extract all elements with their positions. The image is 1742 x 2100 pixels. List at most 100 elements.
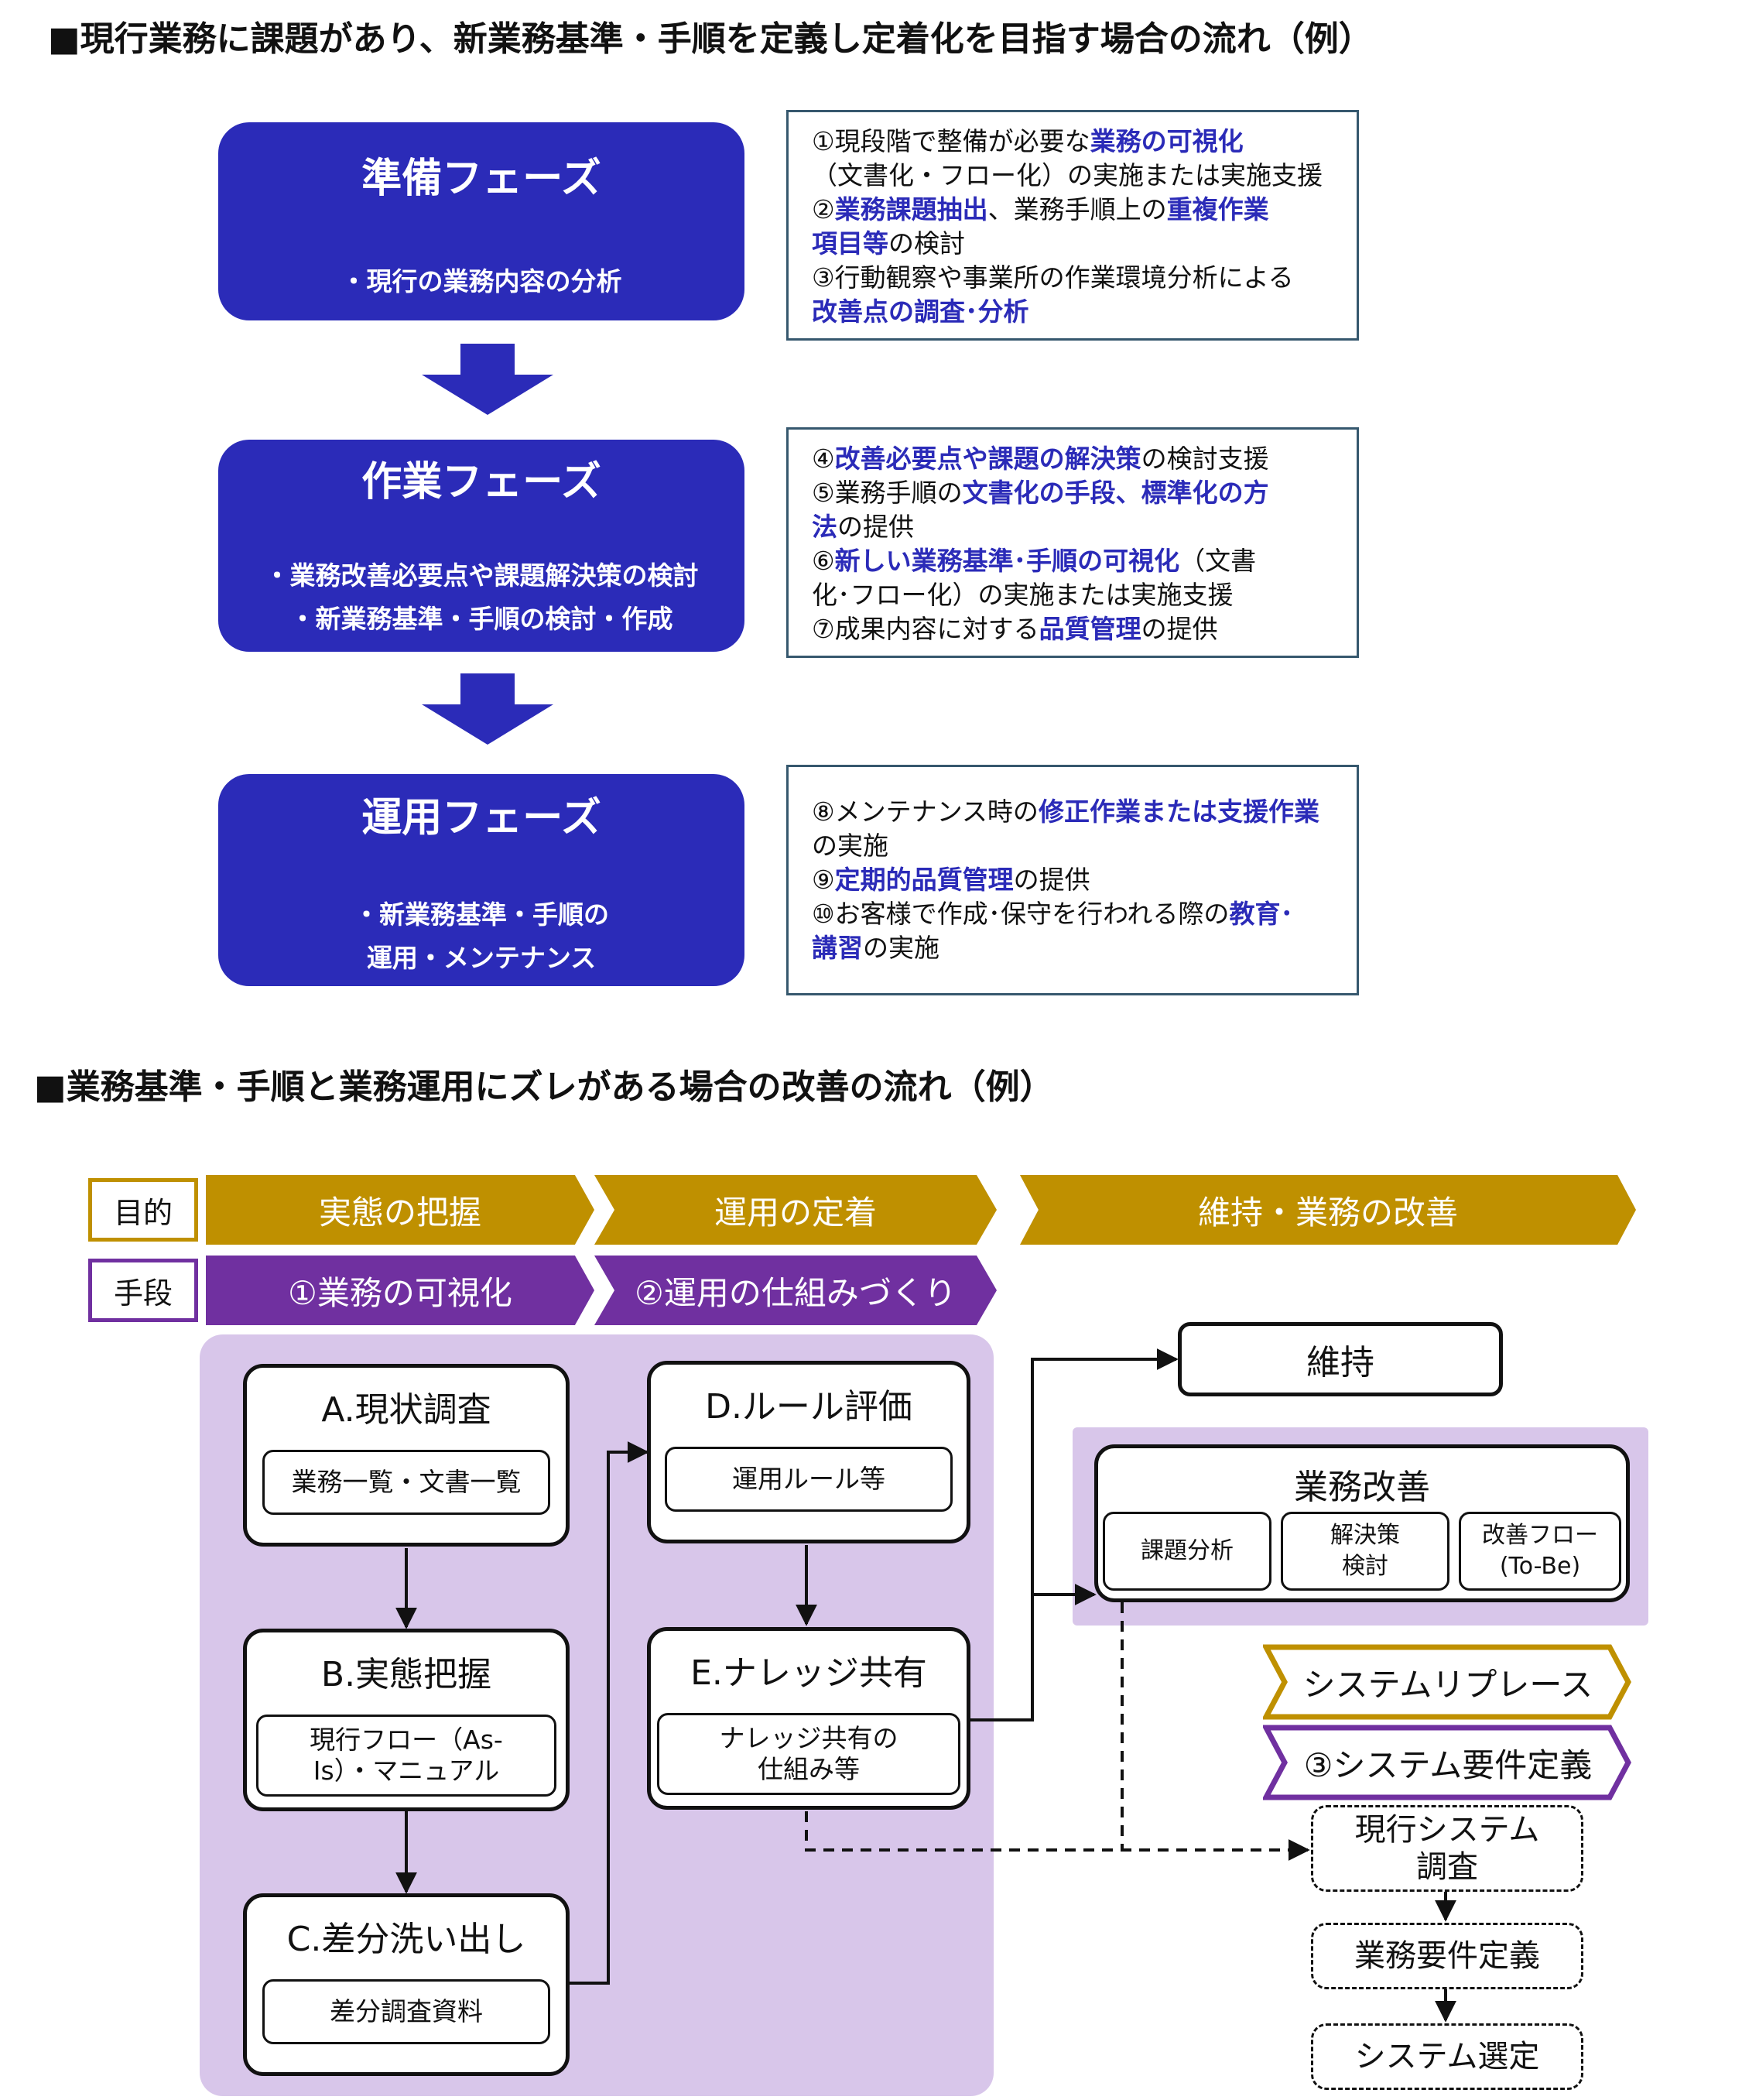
step-d-box: D.ルール評価 運用ルール等 [647,1361,970,1543]
phase-operation: 運用フェーズ ・新業務基準・手順の 運用・メンテナンス [218,774,744,986]
step-detail: 差分調査資料 [262,1979,550,2044]
improvement-title: 業務改善 [1294,1468,1430,1507]
highlight-text: 重複作業 [1166,194,1269,224]
panel-line: ①現段階で整備が必要な業務の可視化 [812,125,1335,159]
panel-line: ⑦成果内容に対する品質管理の提供 [812,612,1335,646]
step-detail: 運用ルール等 [665,1447,953,1512]
highlight-text: 改善点の調査･分析 [812,296,1029,327]
step-title: D.ルール評価 [705,1387,912,1427]
panel-line: ⑩お客様で作成･保守を行われる際の教育･ [812,897,1335,931]
panel-line: ④改善必要点や課題の解決策の検討支援 [812,442,1335,476]
improvement-item-line: 課題分析 [1141,1537,1234,1564]
step-detail: 業務一覧・文書一覧 [262,1450,550,1515]
maintain-box: 維持 [1178,1322,1503,1396]
panel-text: ⑤業務手順の [812,478,963,508]
business-requirements: 業務要件定義 [1311,1923,1583,1989]
highlight-text: 定期的品質管理 [834,865,1014,895]
panel-text: ⑧メンテナンス時の [812,796,1039,827]
panel-text: （文書 [1179,546,1257,576]
step-detail-line: 仕組み等 [758,1754,860,1784]
means-step: ①業務の可視化 [206,1256,594,1325]
step-detail: 現行フロー（As- Is）・マニュアル [256,1715,556,1797]
panel-text: ⑦成果内容に対する [812,614,1039,644]
step-c-box: C.差分洗い出し 差分調査資料 [243,1893,570,2076]
panel-line: ⑧メンテナンス時の修正作業または支援作業 [812,795,1335,829]
purpose-step: 運用の定着 [594,1175,997,1245]
system-selection: システム選定 [1311,2023,1583,2090]
step-detail-line: 現行フロー（As- [310,1725,503,1755]
improvement-item-line: 検討 [1342,1553,1388,1580]
highlight-text: 講習 [812,933,863,963]
phase-item: ・現行の業務内容の分析 [341,266,622,296]
improvement-item-line: 改善フロー [1482,1522,1598,1549]
panel-text: の提供 [837,512,914,542]
panel-line: 項目等の検討 [812,227,1335,261]
panel-line: （文書化・フロー化）の実施または実施支援 [812,159,1335,193]
panel-text: ①現段階で整備が必要な [812,126,1090,156]
panel-line: ⑥新しい業務基準･手順の可視化（文書 [812,544,1335,578]
dashed-step-line: 現行システム [1354,1812,1540,1848]
phase-preparation: 準備フェーズ ・現行の業務内容の分析 [218,122,744,320]
panel-text: 化･フロー化）の実施または実施支援 [812,580,1234,610]
improvement-item: 解決策 検討 [1281,1512,1449,1591]
panel-line: ②業務課題抽出、業務手順上の重複作業 [812,193,1335,227]
replace-tag-shape [1263,1644,1631,1720]
improvement-item-line: (To-Be) [1499,1553,1581,1580]
step-title: B.実態把握 [320,1655,492,1694]
down-arrow-icon [422,344,553,415]
replace-tag: システムリプレース [1302,1665,1593,1704]
step-detail-line: Is）・マニュアル [313,1756,500,1786]
panel-line: 化･フロー化）の実施または実施支援 [812,578,1335,612]
panel-text: 、業務手順上の [987,194,1167,224]
panel-text: ④ [812,444,835,474]
phase-item: 運用・メンテナンス [366,943,597,973]
section1-heading: ■現行業務に課題があり、新業務基準・手順を定義し定着化を目指す場合の流れ（例） [48,19,1373,59]
highlight-text: 修正作業または支援作業 [1038,796,1319,827]
step-title: E.ナレッジ共有 [690,1653,927,1693]
panel-line: 法の提供 [812,510,1335,544]
purpose-step: 維持・業務の改善 [1020,1175,1636,1245]
highlight-text: 文書化の手段、標準化の方 [962,478,1269,508]
panel-text: ⑩お客様で作成･保守を行われる際の [812,899,1230,929]
phase-item: ・新業務基準・手順の [354,899,609,930]
section2-heading: ■業務基準・手順と業務運用にズレがある場合の改善の流れ（例） [34,1067,1054,1107]
improvement-item: 改善フロー (To-Be) [1459,1512,1621,1591]
highlight-text: 業務課題抽出 [834,194,988,224]
down-arrow-icon [422,673,553,745]
panel-text: の提供 [1013,865,1090,895]
step-a-box: A.現状調査 業務一覧・文書一覧 [243,1364,570,1547]
highlight-text: 業務の可視化 [1090,126,1244,156]
phase-title: 作業フェーズ [361,459,601,505]
means-step: ②運用の仕組みづくり [594,1256,997,1325]
improvement-item: 課題分析 [1103,1512,1271,1591]
panel-text: ② [812,194,835,224]
req-tag-shape [1263,1725,1631,1800]
panel-text: の検討支援 [1141,444,1269,474]
highlight-text: 品質管理 [1039,614,1141,644]
panel-text: ③行動観察や事業所の作業環境分析による [812,262,1294,293]
panel-text: の提供 [1141,614,1218,644]
phase-item: ・新業務基準・手順の検討・作成 [289,604,673,634]
current-system-survey: 現行システム 調査 [1311,1805,1583,1892]
panel-text: ⑨ [812,865,835,895]
improvement-item-line: 解決策 [1330,1522,1400,1549]
phase-title: 運用フェーズ [361,795,601,841]
phase-title: 準備フェーズ [361,156,601,202]
step-e-box: E.ナレッジ共有 ナレッジ共有の 仕組み等 [647,1627,970,1810]
step-title: C.差分洗い出し [286,1920,526,1959]
panel-line: ⑨定期的品質管理の提供 [812,863,1335,897]
panel-line: ③行動観察や事業所の作業環境分析による [812,261,1335,295]
step-detail-line: ナレッジ共有の [719,1723,898,1753]
panel-text: ⑥ [812,546,835,576]
highlight-text: 法 [812,512,837,542]
panel-line: 改善点の調査･分析 [812,295,1335,329]
step-detail: ナレッジ共有の 仕組み等 [657,1713,960,1795]
phase-work: 作業フェーズ ・業務改善必要点や課題解決策の検討 ・新業務基準・手順の検討・作成 [218,440,744,652]
phase-item: ・業務改善必要点や課題解決策の検討 [264,560,699,591]
improvement-box: 業務改善 課題分析 解決策 検討 改善フロー (To-Be) [1094,1444,1630,1602]
panel-line: 講習の実施 [812,931,1335,965]
